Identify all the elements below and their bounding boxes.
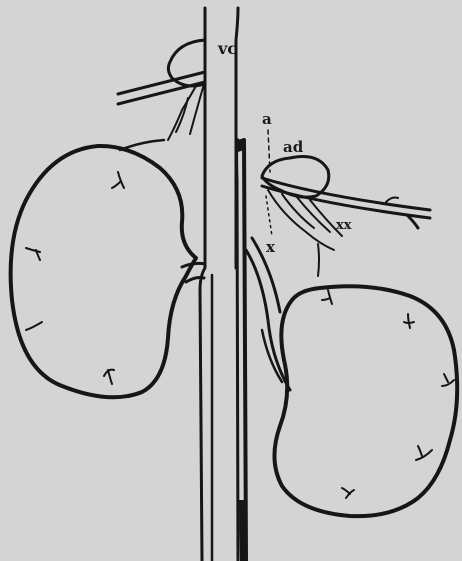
- label-point-a: a: [262, 110, 272, 128]
- label-vena-cava: vc: [217, 39, 237, 58]
- label-double-x: xx: [336, 218, 352, 233]
- label-point-x: x: [266, 238, 276, 256]
- label-adrenal: ad: [283, 138, 304, 156]
